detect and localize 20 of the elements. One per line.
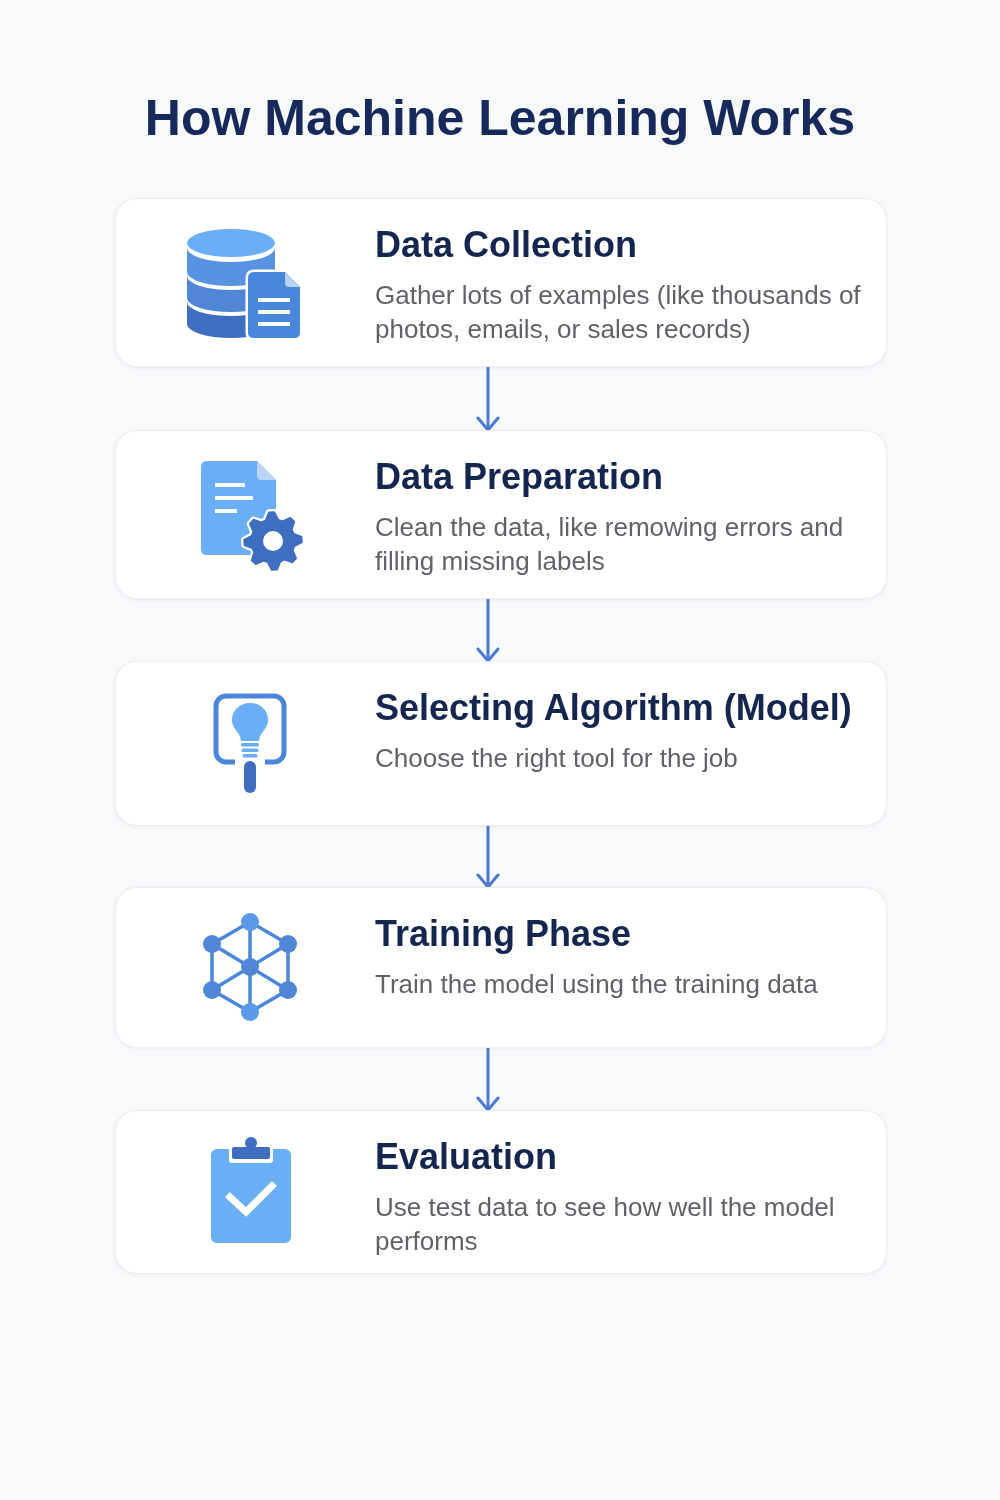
- step-card: [115, 1110, 887, 1274]
- arrow: [476, 1046, 500, 1112]
- step-description: Train the model using the training data: [375, 968, 819, 1001]
- step-description: Use test data to see how well the model performs: [375, 1191, 836, 1258]
- arrow: [476, 597, 500, 663]
- diagram-title: How Machine Learning Works: [144, 89, 856, 148]
- arrow: [476, 824, 500, 889]
- arrow: [476, 365, 500, 432]
- step-card: [115, 661, 887, 826]
- step-card: [115, 887, 887, 1048]
- step-description: Gather lots of examples (like thousands of photos, emails, or sales records): [375, 279, 862, 346]
- step-description: Clean the data, like remowing errors and filling missing labels: [375, 511, 845, 578]
- step-title: Selecting Algorithm (Model): [375, 686, 852, 729]
- step-description: Choose the right tool for the job: [375, 742, 739, 775]
- step-card: [115, 198, 887, 367]
- step-title: Data Collection: [375, 223, 638, 266]
- step-card: [115, 430, 887, 599]
- step-title: Evaluation: [375, 1135, 558, 1178]
- step-title: Data Preparation: [375, 455, 664, 498]
- step-title: Training Phase: [375, 912, 632, 955]
